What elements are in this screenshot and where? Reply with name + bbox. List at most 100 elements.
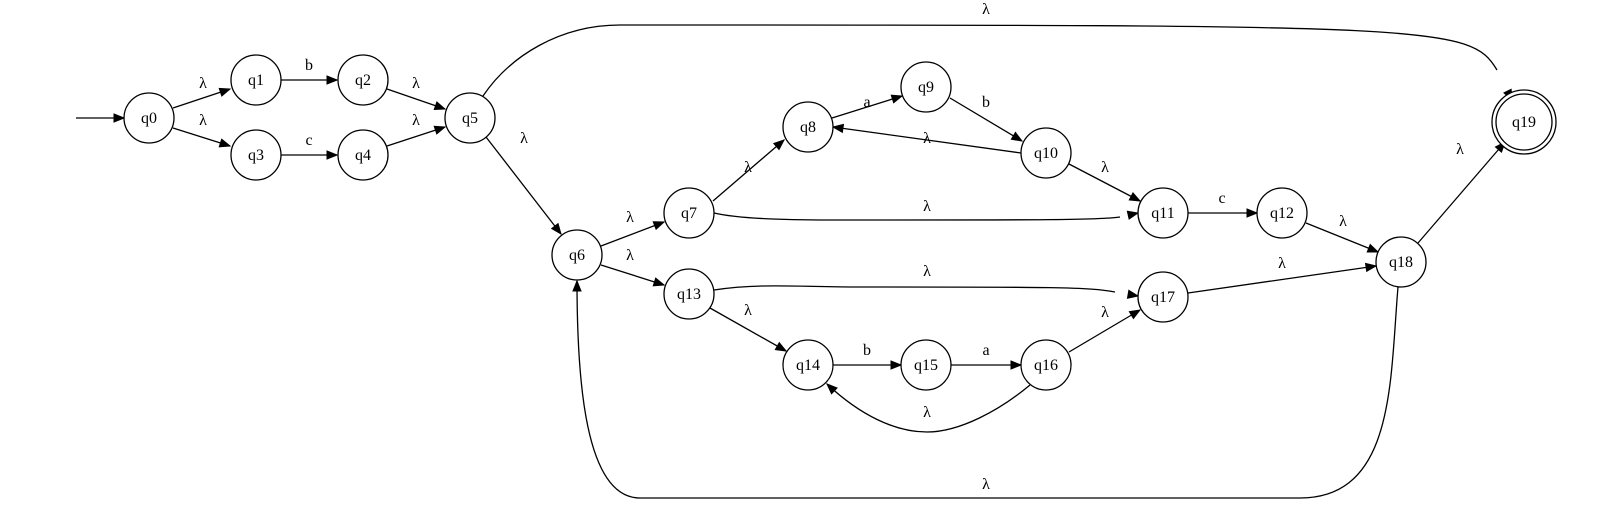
state-q2: q2 bbox=[337, 54, 389, 106]
state-label: q7 bbox=[681, 205, 697, 222]
arrowhead bbox=[572, 279, 582, 292]
transition-q13-q17: λ bbox=[713, 263, 1140, 299]
state-circle bbox=[782, 101, 834, 153]
transition-q9-q10: b bbox=[949, 94, 1024, 142]
transition-q7-q8: λ bbox=[712, 139, 786, 202]
transition-q17-q18: λ bbox=[1187, 255, 1378, 294]
edge-line bbox=[1187, 265, 1377, 294]
arrowhead bbox=[326, 150, 339, 160]
state-label: q19 bbox=[1512, 114, 1536, 131]
transition-label: λ bbox=[412, 75, 420, 92]
transition-q14-q15: b bbox=[833, 342, 903, 370]
state-q14: q14 bbox=[782, 339, 834, 391]
state-q6: q6 bbox=[551, 229, 603, 281]
transition-q10-q8: λ bbox=[831, 123, 1022, 154]
state-q10: q10 bbox=[1020, 127, 1072, 179]
state-q18: q18 bbox=[1375, 236, 1427, 288]
transition-q12-q18: λ bbox=[1305, 213, 1380, 253]
state-q13: q13 bbox=[663, 268, 715, 320]
transition-label: b bbox=[982, 94, 990, 111]
state-circle bbox=[230, 54, 282, 106]
edge-line bbox=[709, 307, 787, 352]
state-label: q15 bbox=[914, 357, 938, 374]
transition-label: λ bbox=[744, 159, 752, 176]
state-q9: q9 bbox=[900, 61, 952, 113]
transition-label: λ bbox=[744, 302, 752, 319]
transition-q16-q14: λ bbox=[826, 383, 1031, 433]
state-circle bbox=[900, 339, 952, 391]
arrowhead bbox=[831, 123, 845, 134]
transition-label: λ bbox=[199, 112, 207, 129]
transition-label: c bbox=[305, 132, 312, 149]
state-label: q16 bbox=[1034, 357, 1058, 374]
arrowhead bbox=[652, 221, 666, 231]
transition-label: λ bbox=[626, 209, 634, 226]
edge-line bbox=[1417, 141, 1506, 244]
arrowhead bbox=[550, 222, 562, 236]
transition-label: λ bbox=[1456, 141, 1464, 158]
edge-line bbox=[1068, 309, 1141, 353]
state-label: q17 bbox=[1151, 289, 1175, 306]
transition-q18-q6: λ bbox=[572, 279, 1399, 499]
state-label: q8 bbox=[800, 119, 816, 136]
transition-q7-q11: λ bbox=[713, 198, 1140, 221]
transition-label: b bbox=[863, 342, 871, 359]
arrowhead bbox=[772, 139, 786, 151]
arrowhead bbox=[1010, 131, 1024, 142]
transition-q10-q11: λ bbox=[1068, 159, 1142, 202]
state-circle bbox=[1020, 339, 1072, 391]
transition-q6-q13: λ bbox=[600, 247, 666, 287]
arrowhead bbox=[1126, 210, 1140, 220]
edge-line bbox=[826, 383, 1031, 433]
transition-q3-q4: c bbox=[281, 132, 339, 160]
start-arrow bbox=[76, 113, 126, 123]
state-circle bbox=[1256, 187, 1308, 239]
transition-q11-q12: c bbox=[1188, 190, 1259, 218]
state-q0: q0 bbox=[123, 92, 175, 144]
arrowhead bbox=[1364, 262, 1378, 273]
arrowhead bbox=[774, 341, 788, 352]
transition-q4-q5: λ bbox=[386, 112, 447, 147]
transition-label: λ bbox=[626, 247, 634, 264]
transition-q5-q19: λ bbox=[482, 1, 1513, 102]
transition-label: λ bbox=[1101, 304, 1109, 321]
state-q11: q11 bbox=[1137, 187, 1189, 239]
arrowhead bbox=[652, 277, 666, 287]
edge-line bbox=[1068, 163, 1141, 202]
arrowhead bbox=[433, 125, 447, 135]
transition-q0-q1: λ bbox=[172, 75, 232, 109]
edge-line bbox=[1305, 222, 1379, 253]
transition-label: λ bbox=[199, 75, 207, 92]
state-label: q12 bbox=[1270, 205, 1294, 222]
state-label: q2 bbox=[355, 72, 371, 89]
transition-q8-q9: a bbox=[831, 94, 904, 119]
transition-label: λ bbox=[1101, 159, 1109, 176]
arrowhead bbox=[826, 383, 838, 395]
arrowhead bbox=[1366, 243, 1380, 253]
transition-label: a bbox=[982, 342, 989, 359]
arrowhead bbox=[218, 87, 232, 97]
transition-label: λ bbox=[982, 476, 990, 493]
edge-line bbox=[600, 221, 665, 247]
edge-line bbox=[949, 97, 1023, 142]
arrowhead bbox=[1128, 309, 1142, 320]
state-circle bbox=[444, 92, 496, 144]
edge-line bbox=[831, 95, 903, 119]
transition-q16-q17: λ bbox=[1068, 304, 1142, 353]
transition-label: λ bbox=[923, 130, 931, 147]
arrowhead bbox=[890, 94, 904, 104]
state-label: q11 bbox=[1151, 205, 1174, 222]
state-circle bbox=[782, 339, 834, 391]
state-circle bbox=[551, 229, 603, 281]
state-label: q10 bbox=[1034, 145, 1058, 162]
arrowhead bbox=[218, 138, 232, 148]
state-circle bbox=[663, 268, 715, 320]
state-q16: q16 bbox=[1020, 339, 1072, 391]
state-label: q4 bbox=[355, 147, 371, 164]
transition-q1-q2: b bbox=[281, 57, 339, 85]
edge-line bbox=[712, 139, 785, 202]
edge-line bbox=[576, 280, 1399, 499]
state-q15: q15 bbox=[900, 339, 952, 391]
